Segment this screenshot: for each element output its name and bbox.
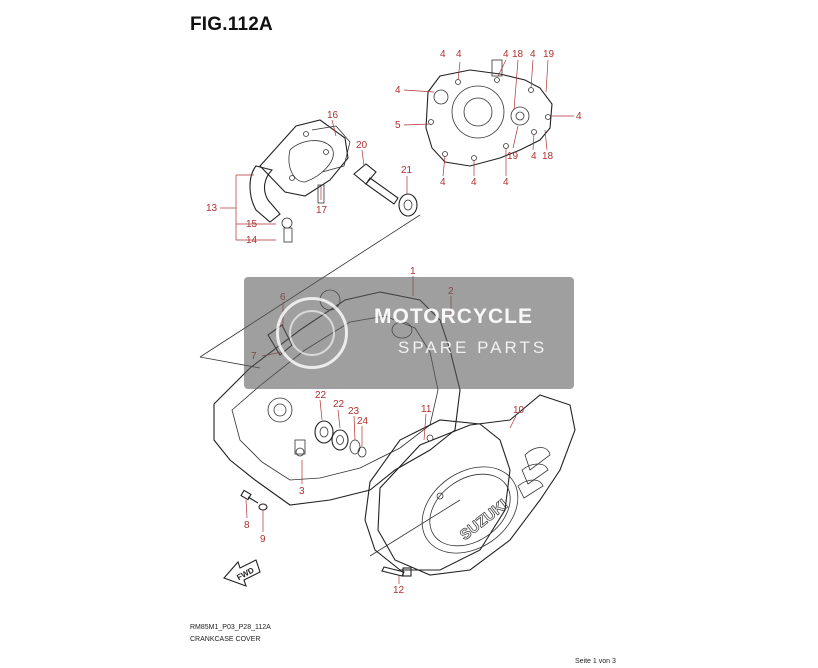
bolts-drawing: [240, 489, 412, 577]
callout-labels: 4 4 4 19 18 4 4 5 4 19 4 18 4 4 4 16 20 …: [206, 49, 582, 596]
callout-4-c: 4: [530, 49, 536, 60]
inner-cover-drawing: [425, 59, 553, 167]
callout-4-d: 4: [395, 85, 401, 96]
callout-4-b: 4: [503, 49, 509, 60]
callout-4-g: 4: [440, 177, 446, 188]
watermark-line1: MOTORCYCLE: [374, 305, 533, 328]
callout-4-a: 4: [456, 49, 462, 60]
watermark-line2: SPARE PARTS: [398, 338, 548, 357]
callout-9: 9: [260, 534, 266, 545]
callout-15: 15: [246, 219, 258, 230]
page-indicator: Seite 1 von 3: [575, 658, 616, 665]
callout-24: 24: [357, 416, 369, 427]
callout-4-e: 4: [576, 111, 582, 122]
callout-11: 11: [421, 404, 432, 415]
callout-18-a: 18: [512, 49, 524, 60]
figure-code: RM85M1_P03_P28_112A: [190, 624, 271, 631]
callout-4-i: 4: [503, 177, 509, 188]
callout-13: 13: [206, 203, 218, 214]
fwd-arrow-icon: FWD: [223, 559, 261, 587]
watermark-badge-icon: [276, 297, 348, 369]
figure-caption: CRANKCASE COVER: [190, 636, 261, 643]
callout-16: 16: [327, 110, 339, 121]
impeller-shaft-drawing: [353, 163, 418, 217]
watermark-badge-inner: [289, 310, 335, 356]
callout-22-a: 22: [315, 390, 327, 401]
callout-18-b: 18: [542, 151, 554, 162]
callout-19-b: 19: [507, 151, 519, 162]
callout-5: 5: [395, 120, 401, 131]
figure-title: FIG.112A: [190, 14, 273, 35]
callout-23: 23: [348, 406, 360, 417]
callout-1: 1: [410, 266, 416, 277]
callout-21: 21: [401, 165, 413, 176]
callout-14: 14: [246, 235, 258, 246]
watermark-overlay: MOTORCYCLE SPARE PARTS: [244, 277, 574, 389]
callout-4-f: 4: [531, 151, 537, 162]
callout-3: 3: [299, 486, 305, 497]
callout-10: 10: [513, 405, 525, 416]
callout-17: 17: [316, 205, 328, 216]
callout-22-b: 22: [333, 399, 345, 410]
callout-20: 20: [356, 140, 368, 151]
gasket-drawing: [364, 419, 511, 571]
callout-19-a: 19: [543, 49, 555, 60]
callout-4-h: 4: [471, 177, 477, 188]
callout-8: 8: [244, 520, 250, 531]
callout-4-j: 4: [440, 49, 446, 60]
clutch-cover-drawing: SUZUKI: [377, 394, 576, 576]
water-pump-cover-drawing: [249, 119, 351, 243]
callout-12: 12: [393, 585, 405, 596]
leader-lines: [220, 59, 574, 584]
